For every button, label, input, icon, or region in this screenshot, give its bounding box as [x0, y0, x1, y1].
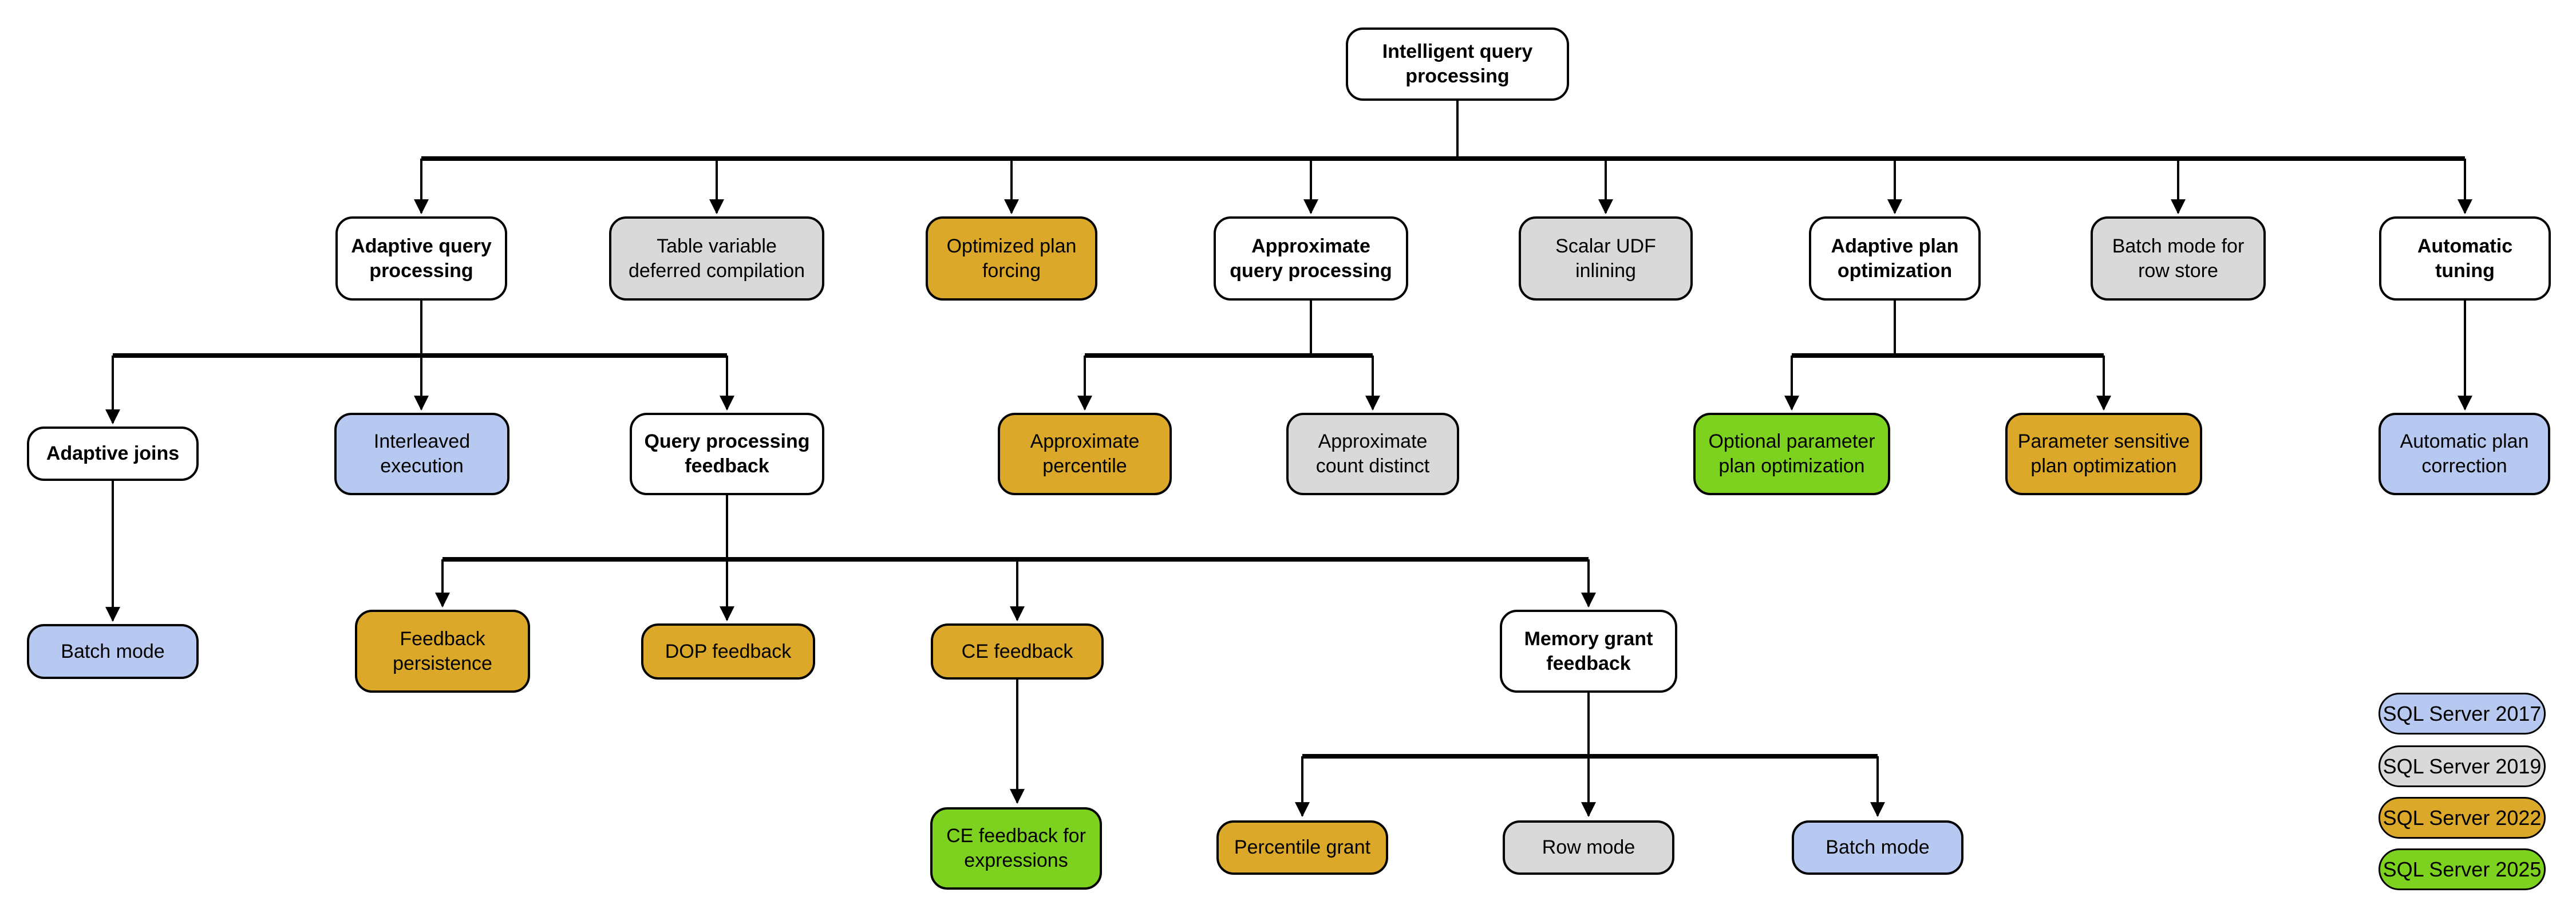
node-ce-feedback-for-expressions: CE feedback for expressions — [930, 807, 1102, 890]
node-interleaved-execution: Interleaved execution — [334, 413, 509, 495]
node-query-processing-feedback: Query processing feedback — [630, 413, 824, 495]
node-label: Automatic plan correction — [2400, 431, 2529, 477]
node-label: Adaptive query processing — [351, 235, 492, 282]
node-label: Adaptive plan optimization — [1831, 235, 1959, 282]
node-intelligent-query-processing: Intelligent query processing — [1346, 27, 1569, 101]
node-approximate-query-processing: Approximate query processing — [1214, 216, 1408, 301]
node-label: Approximate count distinct — [1315, 431, 1430, 477]
node-batch-mode-adaptive-joins: Batch mode — [27, 624, 199, 679]
node-label: Intelligent query processing — [1382, 41, 1533, 87]
legend-label: SQL Server 2019 — [2383, 754, 2542, 778]
node-memory-grant-feedback: Memory grant feedback — [1500, 610, 1677, 693]
node-automatic-tuning: Automatic tuning — [2379, 216, 2551, 301]
node-approximate-count-distinct: Approximate count distinct — [1286, 413, 1459, 495]
node-percentile-grant: Percentile grant — [1216, 820, 1388, 875]
node-label: DOP feedback — [665, 640, 792, 662]
legend-sql-server-2019: SQL Server 2019 — [2379, 745, 2546, 787]
node-optional-parameter-plan-optimization: Optional parameter plan optimization — [1693, 413, 1890, 495]
node-adaptive-joins: Adaptive joins — [27, 427, 199, 481]
node-label: Batch mode — [1826, 836, 1930, 859]
node-label: Optimized plan forcing — [946, 235, 1077, 282]
node-batch-mode-memory-grant: Batch mode — [1792, 820, 1963, 875]
node-table-variable-deferred-compilation: Table variable deferred compilation — [609, 216, 824, 301]
node-label: Automatic tuning — [2417, 235, 2513, 282]
node-label: Optional parameter plan optimization — [1708, 431, 1875, 477]
node-label: Approximate query processing — [1230, 235, 1392, 282]
node-optimized-plan-forcing: Optimized plan forcing — [926, 216, 1097, 301]
node-row-mode: Row mode — [1503, 820, 1674, 875]
node-label: Adaptive joins — [46, 443, 180, 465]
node-label: CE feedback — [961, 640, 1073, 662]
node-label: Batch mode — [61, 640, 165, 662]
node-label: Parameter sensitive plan optimization — [2017, 431, 2190, 477]
node-feedback-persistence: Feedback persistence — [355, 610, 530, 693]
legend-label: SQL Server 2025 — [2383, 857, 2542, 881]
node-adaptive-query-processing: Adaptive query processing — [335, 216, 507, 301]
node-approximate-percentile: Approximate percentile — [998, 413, 1172, 495]
node-label: Row mode — [1542, 836, 1635, 859]
node-label: Query processing feedback — [644, 431, 810, 477]
node-parameter-sensitive-plan-optimization: Parameter sensitive plan optimization — [2005, 413, 2202, 495]
node-label: Feedback persistence — [393, 627, 492, 674]
node-scalar-udf-inlining: Scalar UDF inlining — [1519, 216, 1693, 301]
node-batch-mode-for-row-store: Batch mode for row store — [2091, 216, 2266, 301]
legend-label: SQL Server 2017 — [2383, 701, 2542, 725]
node-label: Approximate percentile — [1030, 431, 1140, 477]
node-label: Batch mode for row store — [2112, 235, 2245, 282]
legend-sql-server-2025: SQL Server 2025 — [2379, 848, 2546, 890]
legend-label: SQL Server 2022 — [2383, 806, 2542, 830]
node-automatic-plan-correction: Automatic plan correction — [2379, 413, 2550, 495]
legend-sql-server-2022: SQL Server 2022 — [2379, 797, 2546, 839]
node-label: Table variable deferred compilation — [628, 235, 805, 282]
node-label: Percentile grant — [1234, 836, 1371, 859]
node-dop-feedback: DOP feedback — [641, 623, 815, 680]
node-label: Scalar UDF inlining — [1555, 235, 1656, 282]
legend-sql-server-2017: SQL Server 2017 — [2379, 693, 2546, 735]
node-adaptive-plan-optimization: Adaptive plan optimization — [1809, 216, 1981, 301]
node-ce-feedback: CE feedback — [931, 623, 1104, 680]
node-label: Interleaved execution — [373, 431, 471, 477]
node-label: CE feedback for expressions — [946, 825, 1086, 871]
node-label: Memory grant feedback — [1524, 627, 1653, 674]
